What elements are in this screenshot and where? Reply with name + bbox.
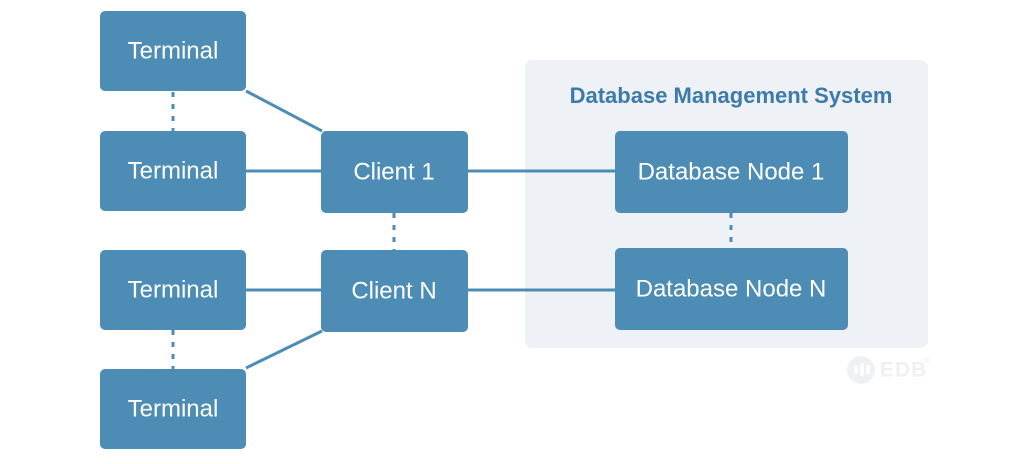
terminal-3-label: Terminal [128, 276, 219, 303]
node-client-1[interactable]: Client 1 [321, 131, 468, 213]
node-terminal-4[interactable]: Terminal [100, 369, 246, 449]
node-client-n[interactable]: Client N [321, 250, 468, 332]
edb-logo: EDB ® [847, 356, 930, 384]
terminal-4-box[interactable] [100, 369, 246, 449]
terminal-3-box[interactable] [100, 250, 246, 330]
terminal-2-box[interactable] [100, 131, 246, 211]
database-node-1-box[interactable] [615, 131, 848, 213]
terminal-2-label: Terminal [128, 157, 219, 184]
edb-logo-bar-center [860, 363, 864, 376]
dbms-panel-title: Database Management System [570, 83, 893, 108]
connector-terminal4-clientN [245, 329, 323, 370]
database-node-n-box[interactable] [615, 248, 848, 330]
database-node-1-label: Database Node 1 [638, 158, 825, 185]
edb-logo-text: EDB [880, 359, 927, 382]
client-n-box[interactable] [321, 250, 468, 332]
node-database-n[interactable]: Database Node N [615, 248, 848, 330]
client-n-label: Client N [351, 277, 436, 304]
node-terminal-1[interactable]: Terminal [100, 11, 246, 91]
node-terminal-3[interactable]: Terminal [100, 250, 246, 330]
edb-logo-bar-right [866, 365, 870, 374]
terminal-1-box[interactable] [100, 11, 246, 91]
connector-terminal1-client1 [245, 89, 323, 133]
edb-logo-bar-left [854, 365, 858, 374]
node-database-1[interactable]: Database Node 1 [615, 131, 848, 213]
terminal-1-label: Terminal [128, 37, 219, 64]
client-1-box[interactable] [321, 131, 468, 213]
edb-logo-trademark: ® [924, 356, 930, 365]
terminal-4-label: Terminal [128, 395, 219, 422]
client-1-label: Client 1 [353, 158, 434, 185]
node-terminal-2[interactable]: Terminal [100, 131, 246, 211]
database-node-n-label: Database Node N [636, 275, 827, 302]
connector-group [245, 89, 616, 370]
